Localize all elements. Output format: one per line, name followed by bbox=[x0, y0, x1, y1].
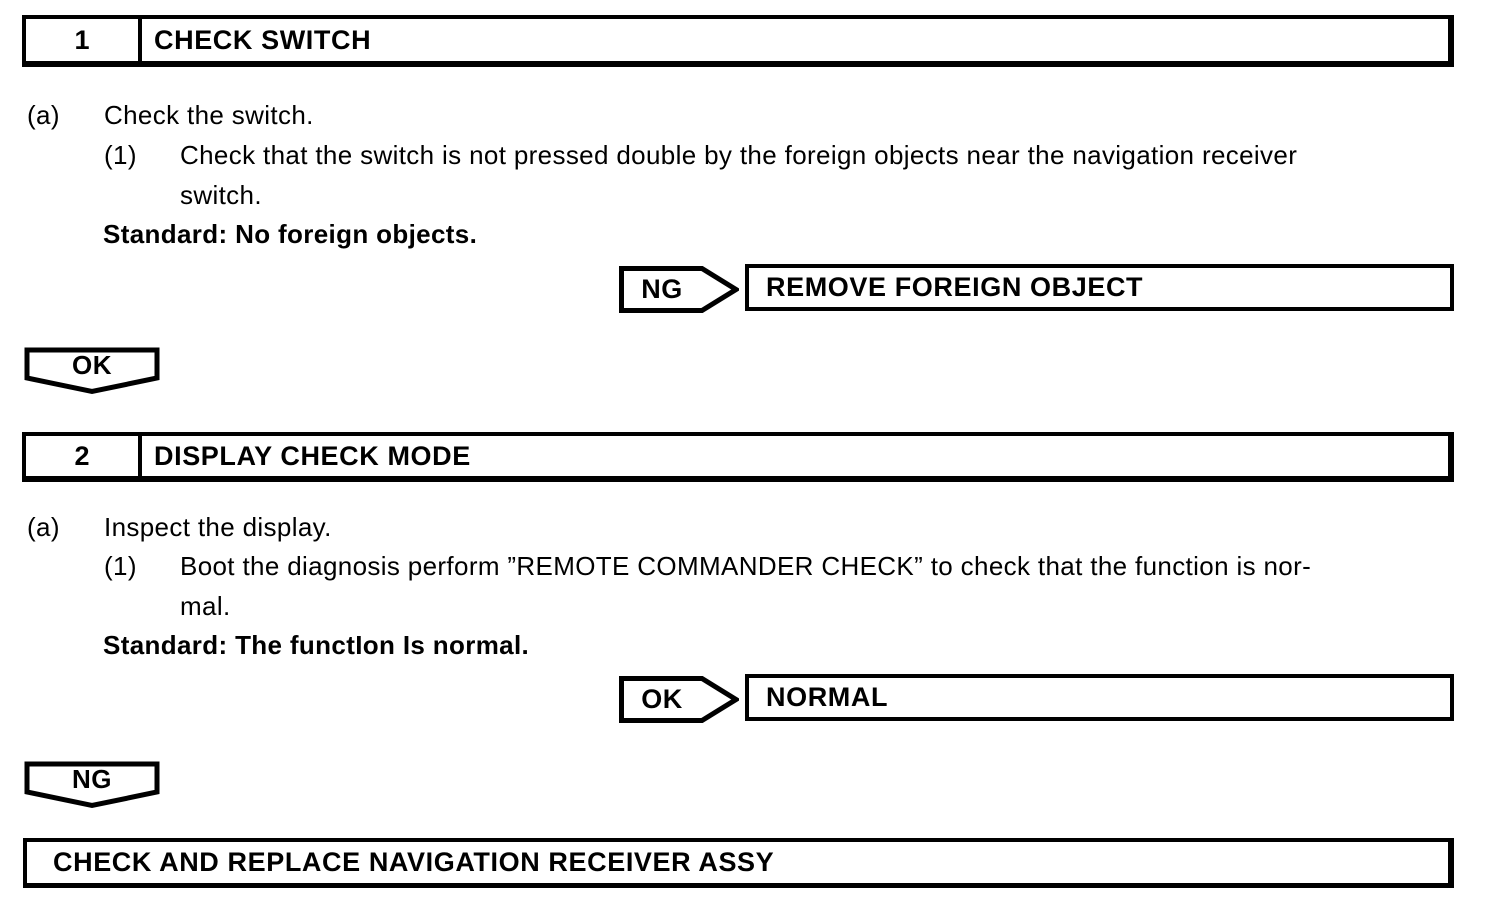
step-1-branch-badge-label: NG bbox=[641, 274, 683, 304]
step-2-branch-badge-label: OK bbox=[641, 684, 683, 714]
step-2-title: DISPLAY CHECK MODE bbox=[154, 440, 471, 471]
step-2-standard: Standard: The functIon Is normal. bbox=[103, 630, 530, 660]
step-1-sub-line1: Check that the switch is not pressed dou… bbox=[180, 140, 1298, 170]
step-1-standard: Standard: No foreign objects. bbox=[103, 219, 478, 249]
step-2-continue-badge: NG bbox=[24, 761, 160, 809]
step-1-continue-badge: OK bbox=[24, 347, 160, 395]
step-2-item-text: Inspect the display. bbox=[104, 512, 332, 542]
step-1-item-text: Check the switch. bbox=[104, 100, 314, 130]
continue-pennant-icon bbox=[24, 761, 160, 809]
step-2-number: 2 bbox=[26, 436, 142, 476]
step-1-continue-badge-label: OK bbox=[72, 349, 112, 380]
step-2-branch-result-box: NORMAL bbox=[745, 674, 1454, 721]
branch-arrow-icon bbox=[619, 676, 739, 723]
step-1-header: 1 CHECK SWITCH bbox=[22, 15, 1454, 67]
step-1-sub-label: (1) bbox=[104, 140, 137, 170]
step-2-sub-line1: Boot the diagnosis perform ”REMOTE COMMA… bbox=[180, 551, 1312, 581]
step-1-branch-badge: NG bbox=[619, 266, 739, 313]
step-2-continue-badge-label: NG bbox=[72, 763, 112, 794]
final-action-box: CHECK AND REPLACE NAVIGATION RECEIVER AS… bbox=[23, 838, 1454, 888]
step-1-branch-result-box: REMOVE FOREIGN OBJECT bbox=[745, 264, 1454, 311]
step-2-header: 2 DISPLAY CHECK MODE bbox=[22, 432, 1454, 482]
step-1-item-label: (a) bbox=[27, 100, 60, 130]
step-2-item-label: (a) bbox=[27, 512, 60, 542]
step-1-number: 1 bbox=[26, 19, 142, 61]
step-2-sub-label: (1) bbox=[104, 551, 137, 581]
branch-arrow-icon bbox=[619, 266, 739, 313]
step-2-sub-line2: mal. bbox=[180, 591, 231, 621]
step-2-branch-badge: OK bbox=[619, 676, 739, 723]
step-1-title: CHECK SWITCH bbox=[154, 24, 372, 55]
continue-pennant-icon bbox=[24, 347, 160, 395]
step-1-sub-line2: switch. bbox=[180, 180, 262, 210]
